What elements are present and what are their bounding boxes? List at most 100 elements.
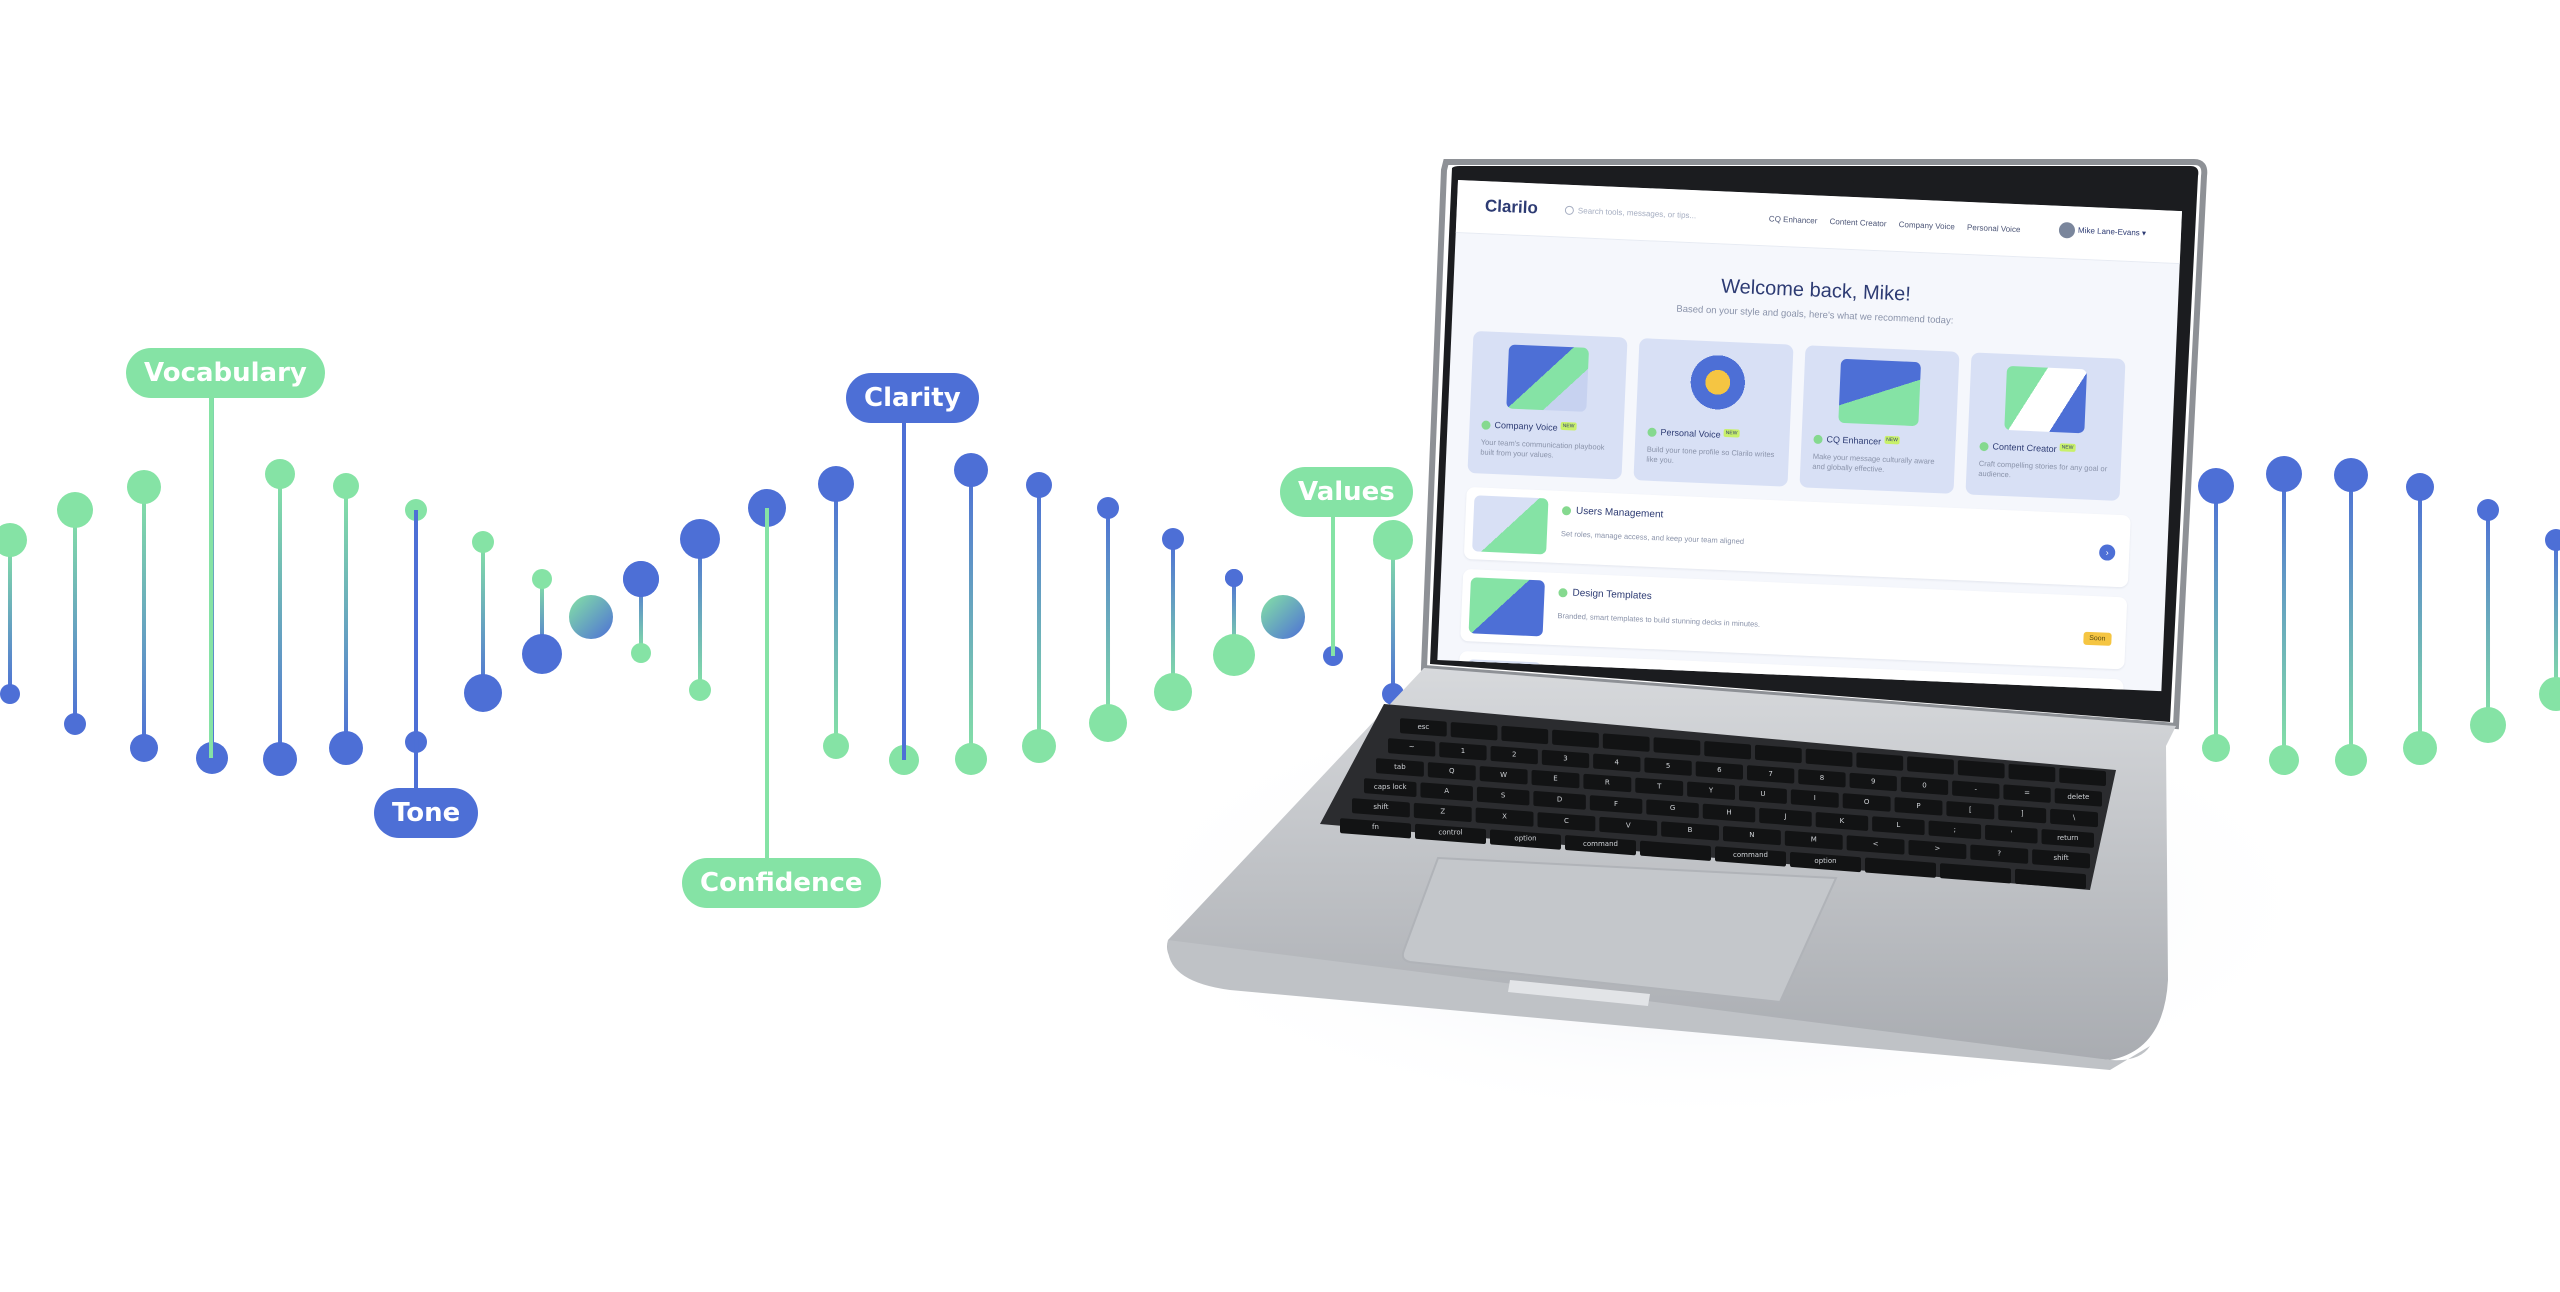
wave-node bbox=[265, 459, 295, 489]
tone-label: Tone bbox=[374, 788, 479, 838]
wave-node bbox=[0, 684, 20, 704]
templates-illustration bbox=[1468, 577, 1545, 637]
wave-node bbox=[1097, 497, 1119, 519]
wave-node bbox=[955, 743, 987, 775]
nav-link-company-voice[interactable]: Company Voice bbox=[1898, 219, 1955, 232]
wave-ball bbox=[1225, 569, 1243, 587]
wave-node bbox=[2545, 529, 2560, 551]
template-icon bbox=[1558, 587, 1568, 598]
card-description: Craft compelling stories for any goal or… bbox=[1978, 458, 2108, 480]
chevron-right-icon[interactable]: › bbox=[2098, 544, 2116, 561]
card-title: CQ Enhancer bbox=[1826, 434, 1882, 447]
new-badge: NEW bbox=[1883, 435, 1901, 445]
row-description: Branded, smart templates to build stunni… bbox=[1557, 611, 1761, 629]
search-placeholder: Search tools, messages, or tips... bbox=[1577, 206, 1697, 221]
row-title: Design Templates bbox=[1572, 587, 1653, 603]
chevron-down-icon: ▾ bbox=[2141, 228, 2147, 238]
wave-node bbox=[1162, 528, 1184, 550]
app-screen: Clarilo Search tools, messages, or tips.… bbox=[1437, 180, 2182, 692]
wave-node bbox=[823, 733, 849, 759]
nav-link-personal-voice[interactable]: Personal Voice bbox=[1966, 222, 2021, 235]
card-description: Build your tone profile so Clarilo write… bbox=[1646, 444, 1775, 465]
wave-node bbox=[127, 470, 161, 504]
voice-icon bbox=[1481, 420, 1491, 430]
wave-node bbox=[2477, 499, 2499, 521]
wave-node bbox=[818, 466, 854, 502]
books-illustration bbox=[1506, 344, 1590, 412]
user-name: Mike Lane-Evans bbox=[2077, 225, 2140, 238]
card-title: Content Creator bbox=[1992, 441, 2057, 455]
wave-node bbox=[472, 531, 494, 553]
wave-ball bbox=[623, 561, 659, 597]
user-menu[interactable]: Mike Lane-Evans ▾ bbox=[2058, 221, 2147, 242]
wave-node bbox=[689, 679, 711, 701]
new-badge: NEW bbox=[1560, 421, 1577, 431]
card-title: Company Voice bbox=[1494, 420, 1558, 433]
wave-node bbox=[2334, 458, 2368, 492]
pen-icon bbox=[1979, 442, 1989, 452]
wave-node bbox=[2266, 456, 2302, 492]
card-title: Personal Voice bbox=[1660, 427, 1721, 440]
vocabulary-label: Vocabulary bbox=[126, 348, 325, 398]
wave-node bbox=[464, 674, 502, 712]
wave-node bbox=[2202, 734, 2230, 762]
wave-node bbox=[1026, 472, 1052, 498]
envelope-illustration bbox=[1838, 358, 1922, 427]
clarilo-logo[interactable]: Clarilo bbox=[1484, 196, 1539, 218]
wave-node bbox=[333, 473, 359, 499]
wave-ball bbox=[1261, 595, 1305, 639]
search-icon bbox=[1564, 206, 1575, 216]
wave-node bbox=[1382, 683, 1404, 705]
wave-node bbox=[1373, 520, 1413, 560]
wave-node bbox=[631, 643, 651, 663]
row-title: Users Management bbox=[1575, 505, 1664, 521]
wave-node bbox=[0, 523, 27, 557]
clarity-label: Clarity bbox=[846, 373, 979, 423]
paper-pen-illustration bbox=[2004, 365, 2088, 434]
confidence-label: Confidence bbox=[682, 858, 881, 908]
wave-node bbox=[263, 742, 297, 776]
wave-node bbox=[2539, 677, 2560, 711]
wave-node bbox=[680, 519, 720, 559]
wave-node bbox=[2198, 468, 2234, 504]
wave-node bbox=[954, 453, 988, 487]
globe-icon bbox=[1813, 434, 1823, 445]
wave-node bbox=[2406, 473, 2434, 501]
wave-node bbox=[522, 634, 562, 674]
wave-node bbox=[2269, 745, 2299, 775]
wave-node bbox=[532, 569, 552, 589]
card-description: Your team's communication playbook built… bbox=[1480, 437, 1605, 460]
avatar bbox=[2058, 221, 2076, 239]
wave-node bbox=[1154, 673, 1192, 711]
card-description: Make your message culturally aware and g… bbox=[1812, 451, 1935, 474]
nav-links: CQ Enhancer Content Creator Company Voic… bbox=[1769, 214, 2031, 234]
wave-node bbox=[2470, 707, 2506, 743]
nav-link-content-creator[interactable]: Content Creator bbox=[1829, 217, 1887, 229]
wave-node bbox=[329, 731, 363, 765]
wave-ball bbox=[569, 595, 613, 639]
wave-node bbox=[2335, 744, 2367, 776]
values-label: Values bbox=[1280, 467, 1413, 517]
users-icon bbox=[1561, 505, 1572, 516]
new-badge: NEW bbox=[1723, 428, 1740, 438]
wave-node bbox=[1022, 729, 1056, 763]
wave-node bbox=[2403, 731, 2437, 765]
users-illustration bbox=[1472, 495, 1549, 555]
wave-node bbox=[1213, 634, 1255, 676]
wave-node bbox=[130, 734, 158, 762]
wave-node bbox=[1089, 704, 1127, 742]
wave-node bbox=[57, 492, 93, 528]
person-voice-illustration bbox=[1672, 351, 1756, 420]
new-badge: NEW bbox=[2059, 443, 2076, 452]
wave-node bbox=[196, 742, 228, 774]
row-description: Set roles, manage access, and keep your … bbox=[1560, 529, 1745, 546]
voice-icon bbox=[1647, 427, 1657, 438]
wave-node bbox=[64, 713, 86, 735]
soon-badge: Soon bbox=[2082, 631, 2112, 646]
